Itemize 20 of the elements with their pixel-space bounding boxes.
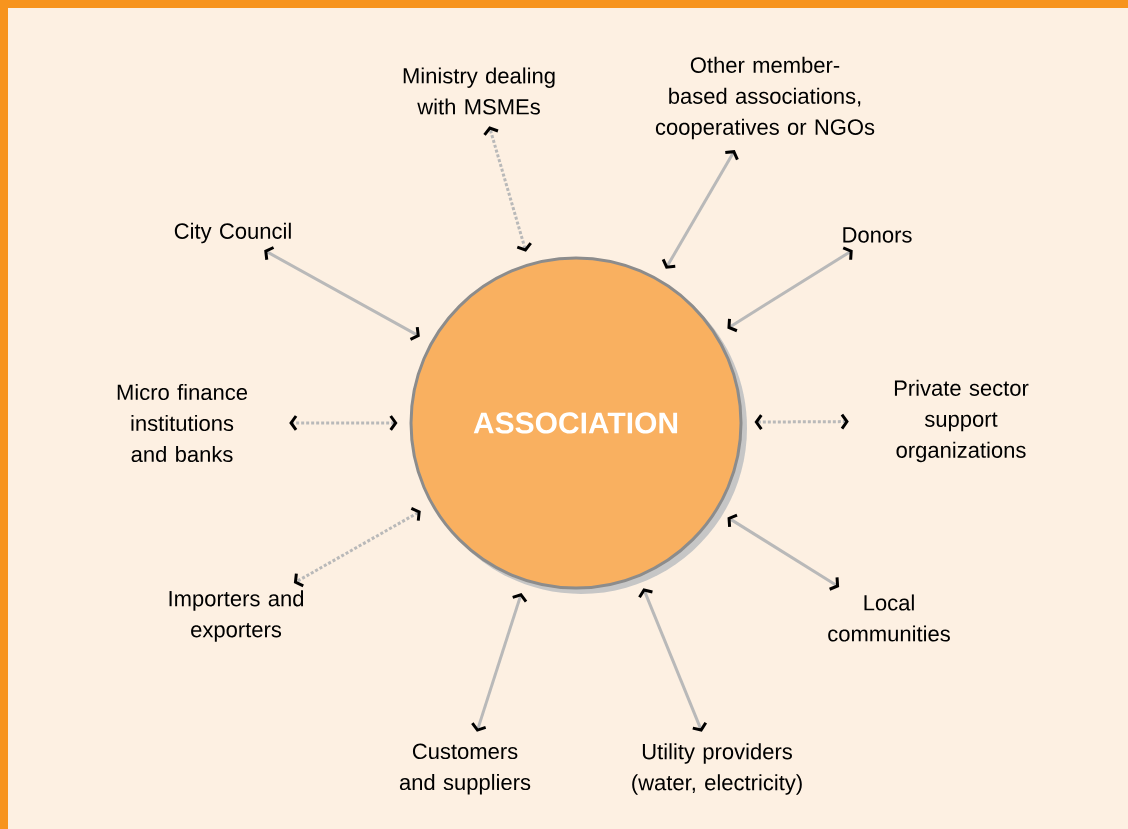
stakeholder-label: Utility providers (water, electricity)	[632, 743, 802, 795]
double-arrow	[471, 592, 528, 732]
double-arrow	[289, 415, 398, 431]
stakeholder-label: Other member-based associations, cooperatives or NGOs	[655, 56, 875, 140]
stakeholder-label: Customers and suppliers	[399, 743, 531, 795]
double-arrow	[293, 507, 421, 588]
double-arrow	[483, 126, 532, 252]
double-arrow	[264, 246, 420, 341]
double-arrow	[661, 150, 739, 269]
stakeholder-label: Importers and exporters	[169, 590, 304, 642]
stakeholder-label: City Council	[174, 222, 291, 244]
double-arrow	[638, 588, 708, 732]
stakeholder-label: Private sector support organizations	[894, 379, 1029, 463]
stakeholder-label: Local communities	[828, 594, 950, 642]
stakeholder-label: Micro finance institutions and banks	[117, 383, 248, 463]
double-arrow	[754, 413, 849, 430]
stakeholder-label: Donors	[843, 227, 912, 243]
double-arrow	[727, 513, 840, 591]
double-arrow	[727, 246, 853, 333]
stakeholder-label: Ministry dealing with MSMEs	[403, 67, 555, 115]
